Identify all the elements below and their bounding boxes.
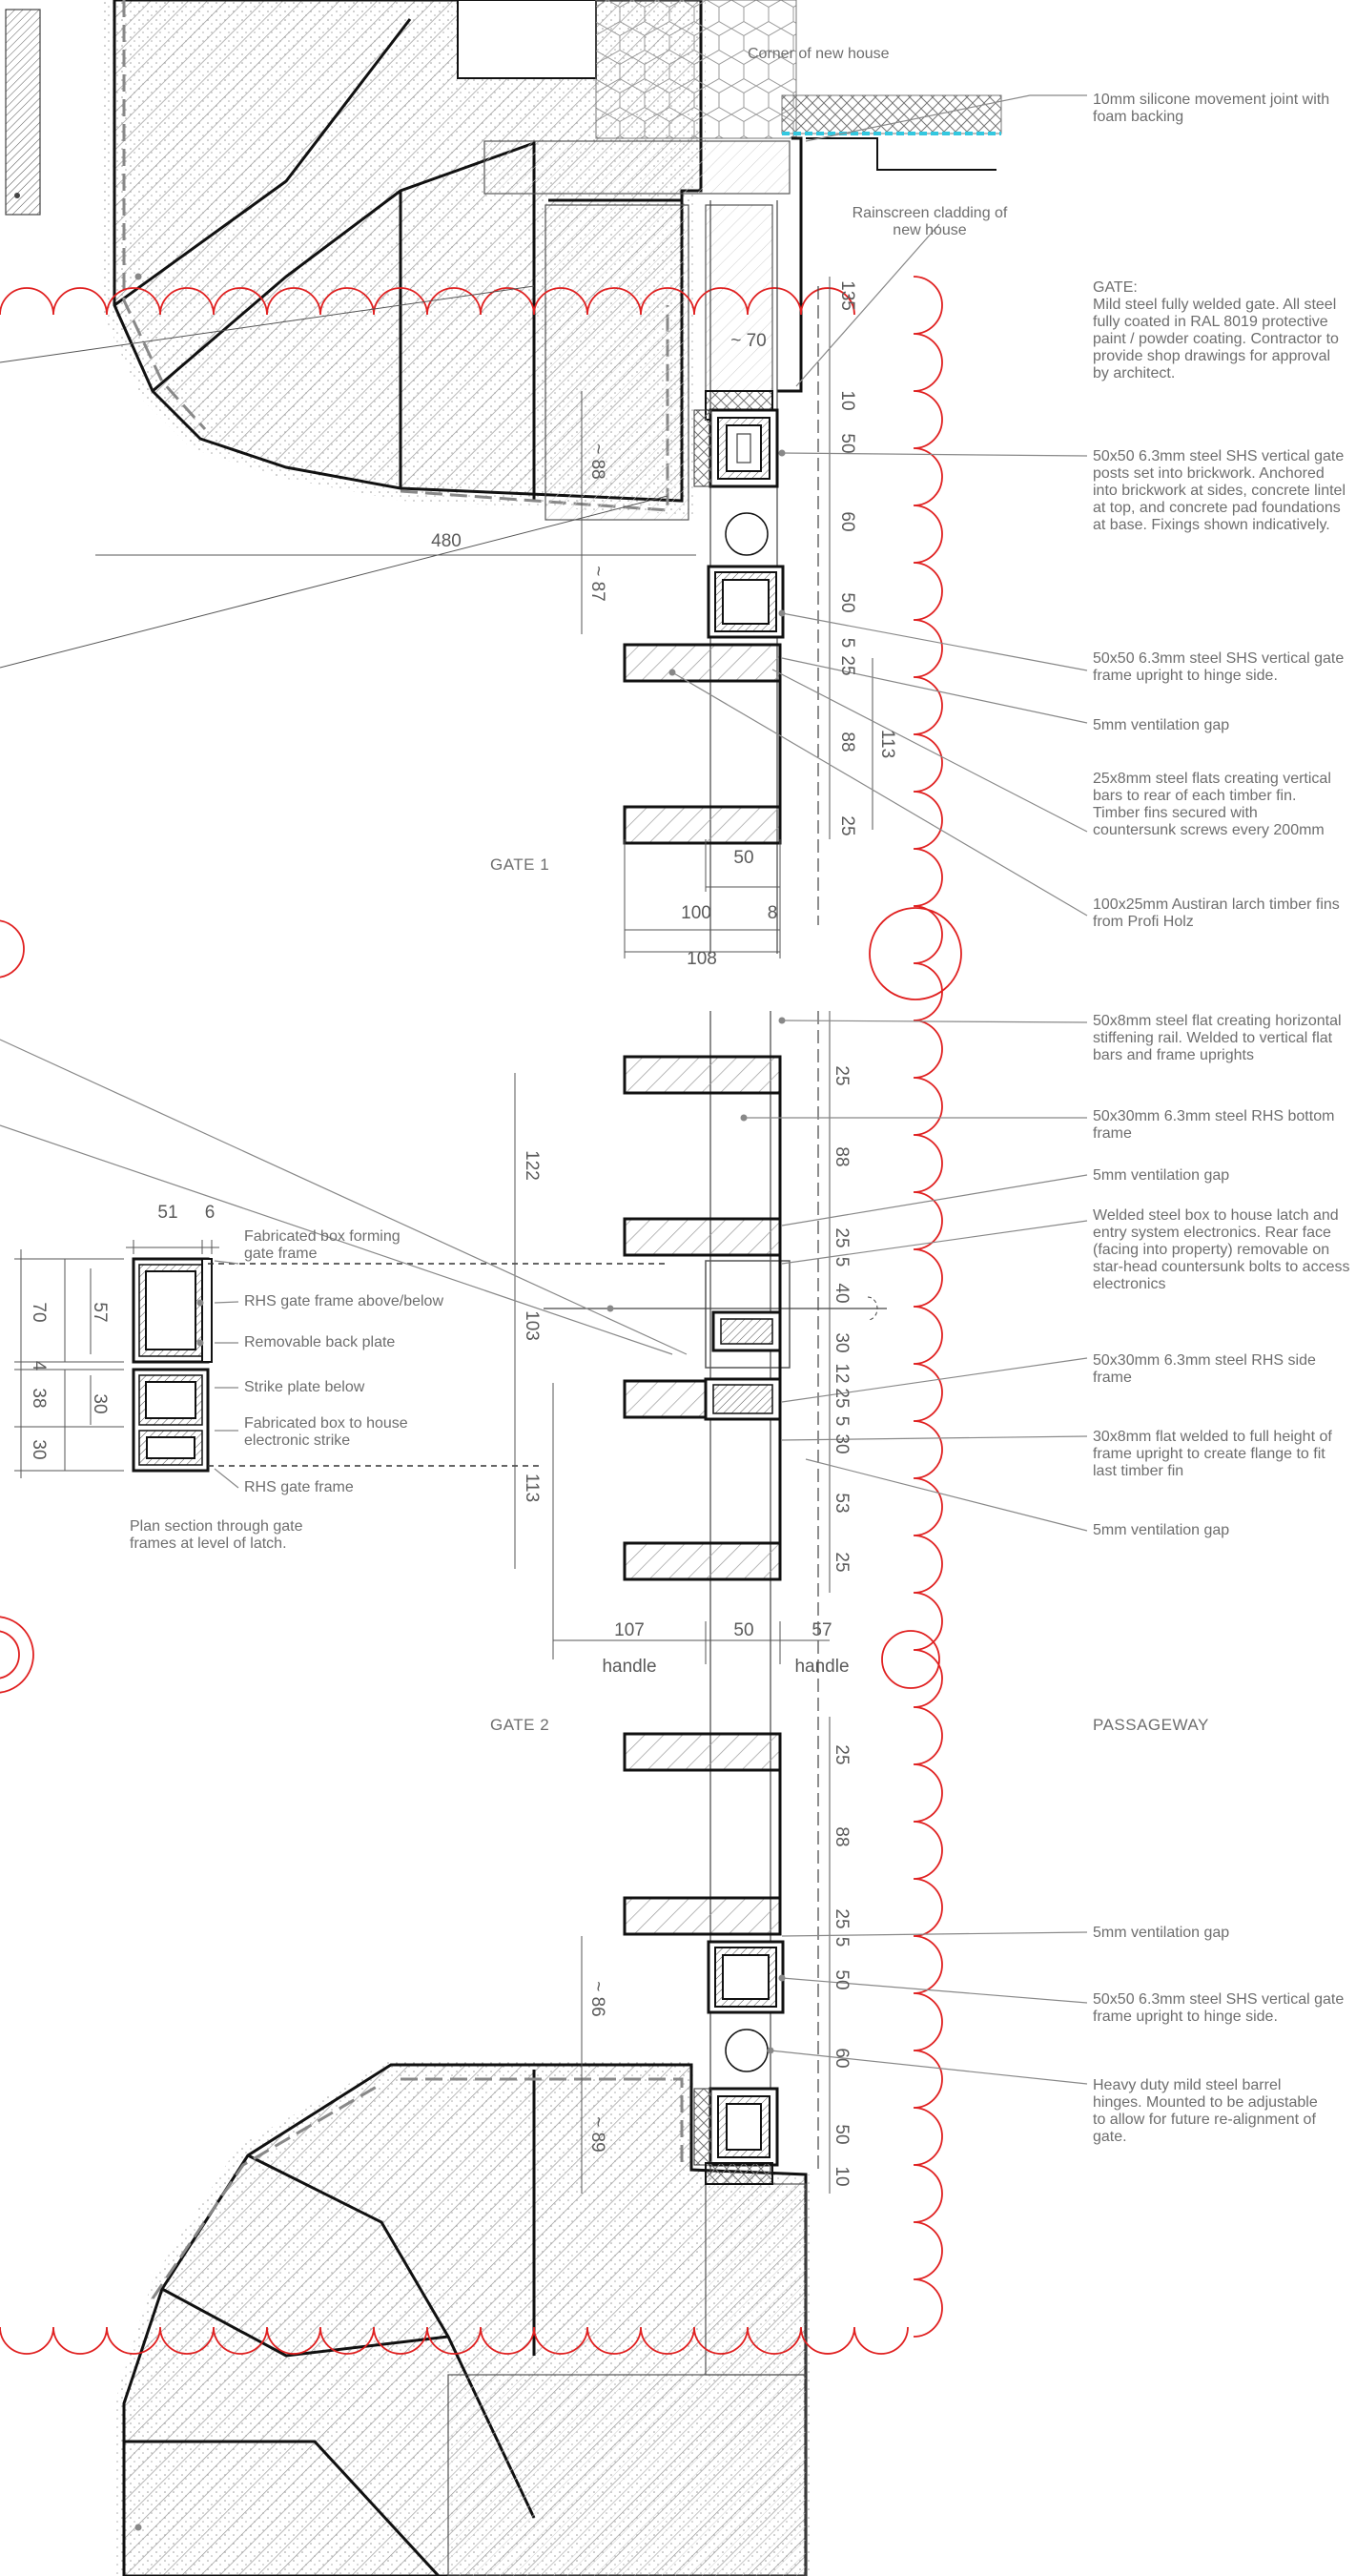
dim-label: ~ 86 xyxy=(587,1981,607,2017)
barrel-hinges-note: Heavy duty mild steel barrel hinges. Mou… xyxy=(1093,2077,1318,2145)
dim-label: 30 xyxy=(832,1433,852,1454)
dim-label: 6 xyxy=(204,1203,216,1223)
plan-caption: Plan section through gate frames at leve… xyxy=(130,1518,303,1552)
dim-label: 40 xyxy=(832,1283,852,1304)
dim-label: 88 xyxy=(832,1146,852,1167)
rainscreen-label: Rainscreen cladding of new house xyxy=(852,205,1008,238)
stiffening-rail-note: 50x8mm steel flat creating horizontal st… xyxy=(1093,1013,1342,1063)
leader-dots xyxy=(134,273,786,2531)
handle-label: handle xyxy=(794,1657,850,1677)
dim-label: 60 xyxy=(837,511,857,532)
dim-label: 50 xyxy=(837,592,857,613)
dim-label: 25 xyxy=(832,1552,852,1573)
dim-label: 57 xyxy=(90,1302,110,1323)
vent-gap-note: 5mm ventilation gap xyxy=(1093,1522,1230,1538)
dimension-lines xyxy=(0,277,873,2194)
silicone-joint-note: 10mm silicone movement joint with foam b… xyxy=(1093,92,1330,125)
corner-new-house-label: Corner of new house xyxy=(748,46,890,62)
dim-label: 113 xyxy=(522,1473,542,1503)
dim-label: 60 xyxy=(832,2048,852,2069)
gate-posts-note: 50x50 6.3mm steel SHS vertical gate post… xyxy=(1093,448,1346,533)
dim-label: 25 xyxy=(837,815,857,836)
gate-1-section xyxy=(623,200,819,954)
handle-label: handle xyxy=(602,1657,657,1677)
fabricated-box-label: Fabricated box forming gate frame xyxy=(244,1228,401,1262)
dim-label: 25 xyxy=(832,1744,852,1765)
dim-label: 100 xyxy=(681,903,711,923)
dim-label: 108 xyxy=(687,949,717,969)
dim-label: 103 xyxy=(522,1310,542,1341)
rhs-frame-label: RHS gate frame xyxy=(244,1479,354,1495)
top-masonry xyxy=(5,0,1002,521)
dim-label: 50 xyxy=(832,2124,852,2145)
frame-upright-note: 50x50 6.3mm steel SHS vertical gate fram… xyxy=(1093,1991,1345,2025)
steel-flats-note: 25x8mm steel flats creating vertical bar… xyxy=(1093,771,1331,838)
dim-label: 10 xyxy=(837,390,857,411)
dim-label: 25 xyxy=(837,655,857,676)
dim-label: 107 xyxy=(614,1620,645,1640)
dim-label: 50 xyxy=(832,1969,852,1990)
dim-label: 480 xyxy=(431,531,462,551)
gate-2-heading: GATE 2 xyxy=(490,1716,550,1734)
dim-label: 50 xyxy=(733,848,754,868)
strike-box-label: Fabricated box to house electronic strik… xyxy=(244,1415,408,1449)
dim-label: 50 xyxy=(837,433,857,454)
dim-label: 88 xyxy=(837,732,857,752)
dim-label: ~ 88 xyxy=(587,443,607,480)
gate-2-section xyxy=(544,1011,887,2185)
dim-label: 70 xyxy=(29,1302,49,1323)
strike-plate-label: Strike plate below xyxy=(244,1379,365,1395)
dim-label: ~ 87 xyxy=(587,566,607,602)
dim-label: 38 xyxy=(29,1388,49,1409)
dim-label: 113 xyxy=(877,729,897,759)
dim-label: 10 xyxy=(832,2166,852,2187)
dim-label: ~ 89 xyxy=(587,2116,607,2153)
dim-label: ~ 70 xyxy=(730,331,767,351)
leader-lines xyxy=(0,94,1088,2085)
plan-detail xyxy=(14,1240,668,1478)
bottom-masonry xyxy=(114,2060,811,2576)
dim-label: 51 xyxy=(157,1203,178,1223)
latch-box-note: Welded steel box to house latch and entr… xyxy=(1093,1207,1350,1292)
vent-gap-note: 5mm ventilation gap xyxy=(1093,1167,1230,1184)
rhs-above-label: RHS gate frame above/below xyxy=(244,1293,443,1309)
bottom-frame-note: 50x30mm 6.3mm steel RHS bottom frame xyxy=(1093,1108,1335,1142)
frame-upright-note: 50x50 6.3mm steel SHS vertical gate fram… xyxy=(1093,650,1345,684)
dim-label: 30 xyxy=(90,1393,110,1414)
gate-1-heading: GATE 1 xyxy=(490,855,550,874)
dim-label: 57 xyxy=(812,1620,832,1640)
side-frame-note: 50x30mm 6.3mm steel RHS side frame xyxy=(1093,1352,1316,1386)
back-plate-label: Removable back plate xyxy=(244,1334,396,1350)
dim-label: 50 xyxy=(733,1620,754,1640)
gate-spec-note: GATE: Mild steel fully welded gate. All … xyxy=(1093,279,1339,381)
dim-label: 5 xyxy=(832,1936,852,1947)
dim-label: 88 xyxy=(832,1826,852,1847)
dim-label: 122 xyxy=(522,1150,542,1181)
revision-clouds xyxy=(0,276,962,2355)
dim-label: 135 xyxy=(837,280,857,311)
vent-gap-note: 5mm ventilation gap xyxy=(1093,717,1230,733)
larch-fins-note: 100x25mm Austiran larch timber fins from… xyxy=(1093,896,1340,930)
dim-label: 25 xyxy=(832,1065,852,1086)
flat-flange-note: 30x8mm flat welded to full height of fra… xyxy=(1093,1429,1332,1479)
vent-gap-note: 5mm ventilation gap xyxy=(1093,1925,1230,1941)
dim-label: 53 xyxy=(832,1493,852,1514)
passageway-heading: PASSAGEWAY xyxy=(1093,1716,1209,1734)
dim-label: 8 xyxy=(767,903,778,923)
dim-label: 30 xyxy=(29,1439,49,1460)
